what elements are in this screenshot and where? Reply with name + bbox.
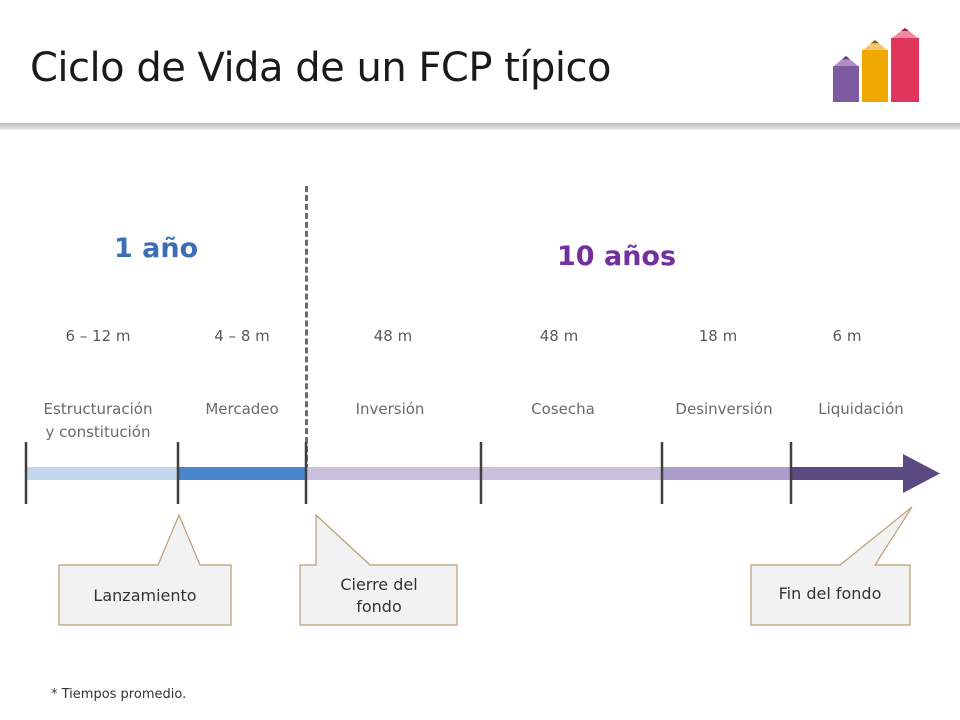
duration-harvest: 48 m [539, 327, 579, 345]
title-divider [0, 123, 960, 130]
timeline [24, 442, 940, 504]
callout-launch-label: Lanzamiento [93, 586, 197, 605]
duration-structuring: 6 – 12 m [65, 327, 131, 345]
period-one-year: 1 año [114, 233, 199, 264]
segment-investment [306, 467, 481, 480]
segment-marketing [178, 467, 306, 480]
duration-liquidation: 6 m [832, 327, 862, 345]
segment-divestment [662, 467, 791, 480]
callout-end-shape [750, 506, 913, 626]
phase-structuring-line2: y constitución [45, 423, 151, 441]
segment-liquidation [791, 467, 906, 480]
phase-harvest: Cosecha [531, 400, 595, 418]
callout-close-line1: Cierre del [340, 575, 418, 594]
phase-structuring-line1: Estructuración [43, 400, 153, 418]
callout-end-label: Fin del fondo [778, 584, 882, 603]
phase-investment: Inversión [355, 400, 425, 418]
segment-structuring [26, 467, 178, 480]
footnote: * Tiempos promedio. [51, 687, 187, 702]
callout-launch-shape [58, 513, 232, 626]
phase-liquidation: Liquidación [818, 400, 904, 418]
phase-divestment: Desinversión [675, 400, 773, 418]
milestone-callouts [58, 506, 913, 626]
pencils-logo-icon [833, 28, 919, 102]
segment-harvest [481, 467, 662, 480]
period-ten-years: 10 años [557, 241, 677, 272]
callout-close-label: Cierre del fondo [340, 574, 417, 618]
callout-close-line2: fondo [356, 597, 402, 616]
year-divider-dashed-line [305, 186, 308, 470]
phase-marketing: Mercadeo [205, 400, 279, 418]
timeline-arrow-head-icon [903, 454, 940, 493]
duration-divestment: 18 m [698, 327, 738, 345]
phase-structuring: Estructuración y constitución [44, 398, 153, 444]
callout-close-shape [299, 513, 458, 626]
duration-marketing: 4 – 8 m [214, 327, 270, 345]
duration-investment: 48 m [373, 327, 413, 345]
page-title: Ciclo de Vida de un FCP típico [30, 45, 611, 91]
